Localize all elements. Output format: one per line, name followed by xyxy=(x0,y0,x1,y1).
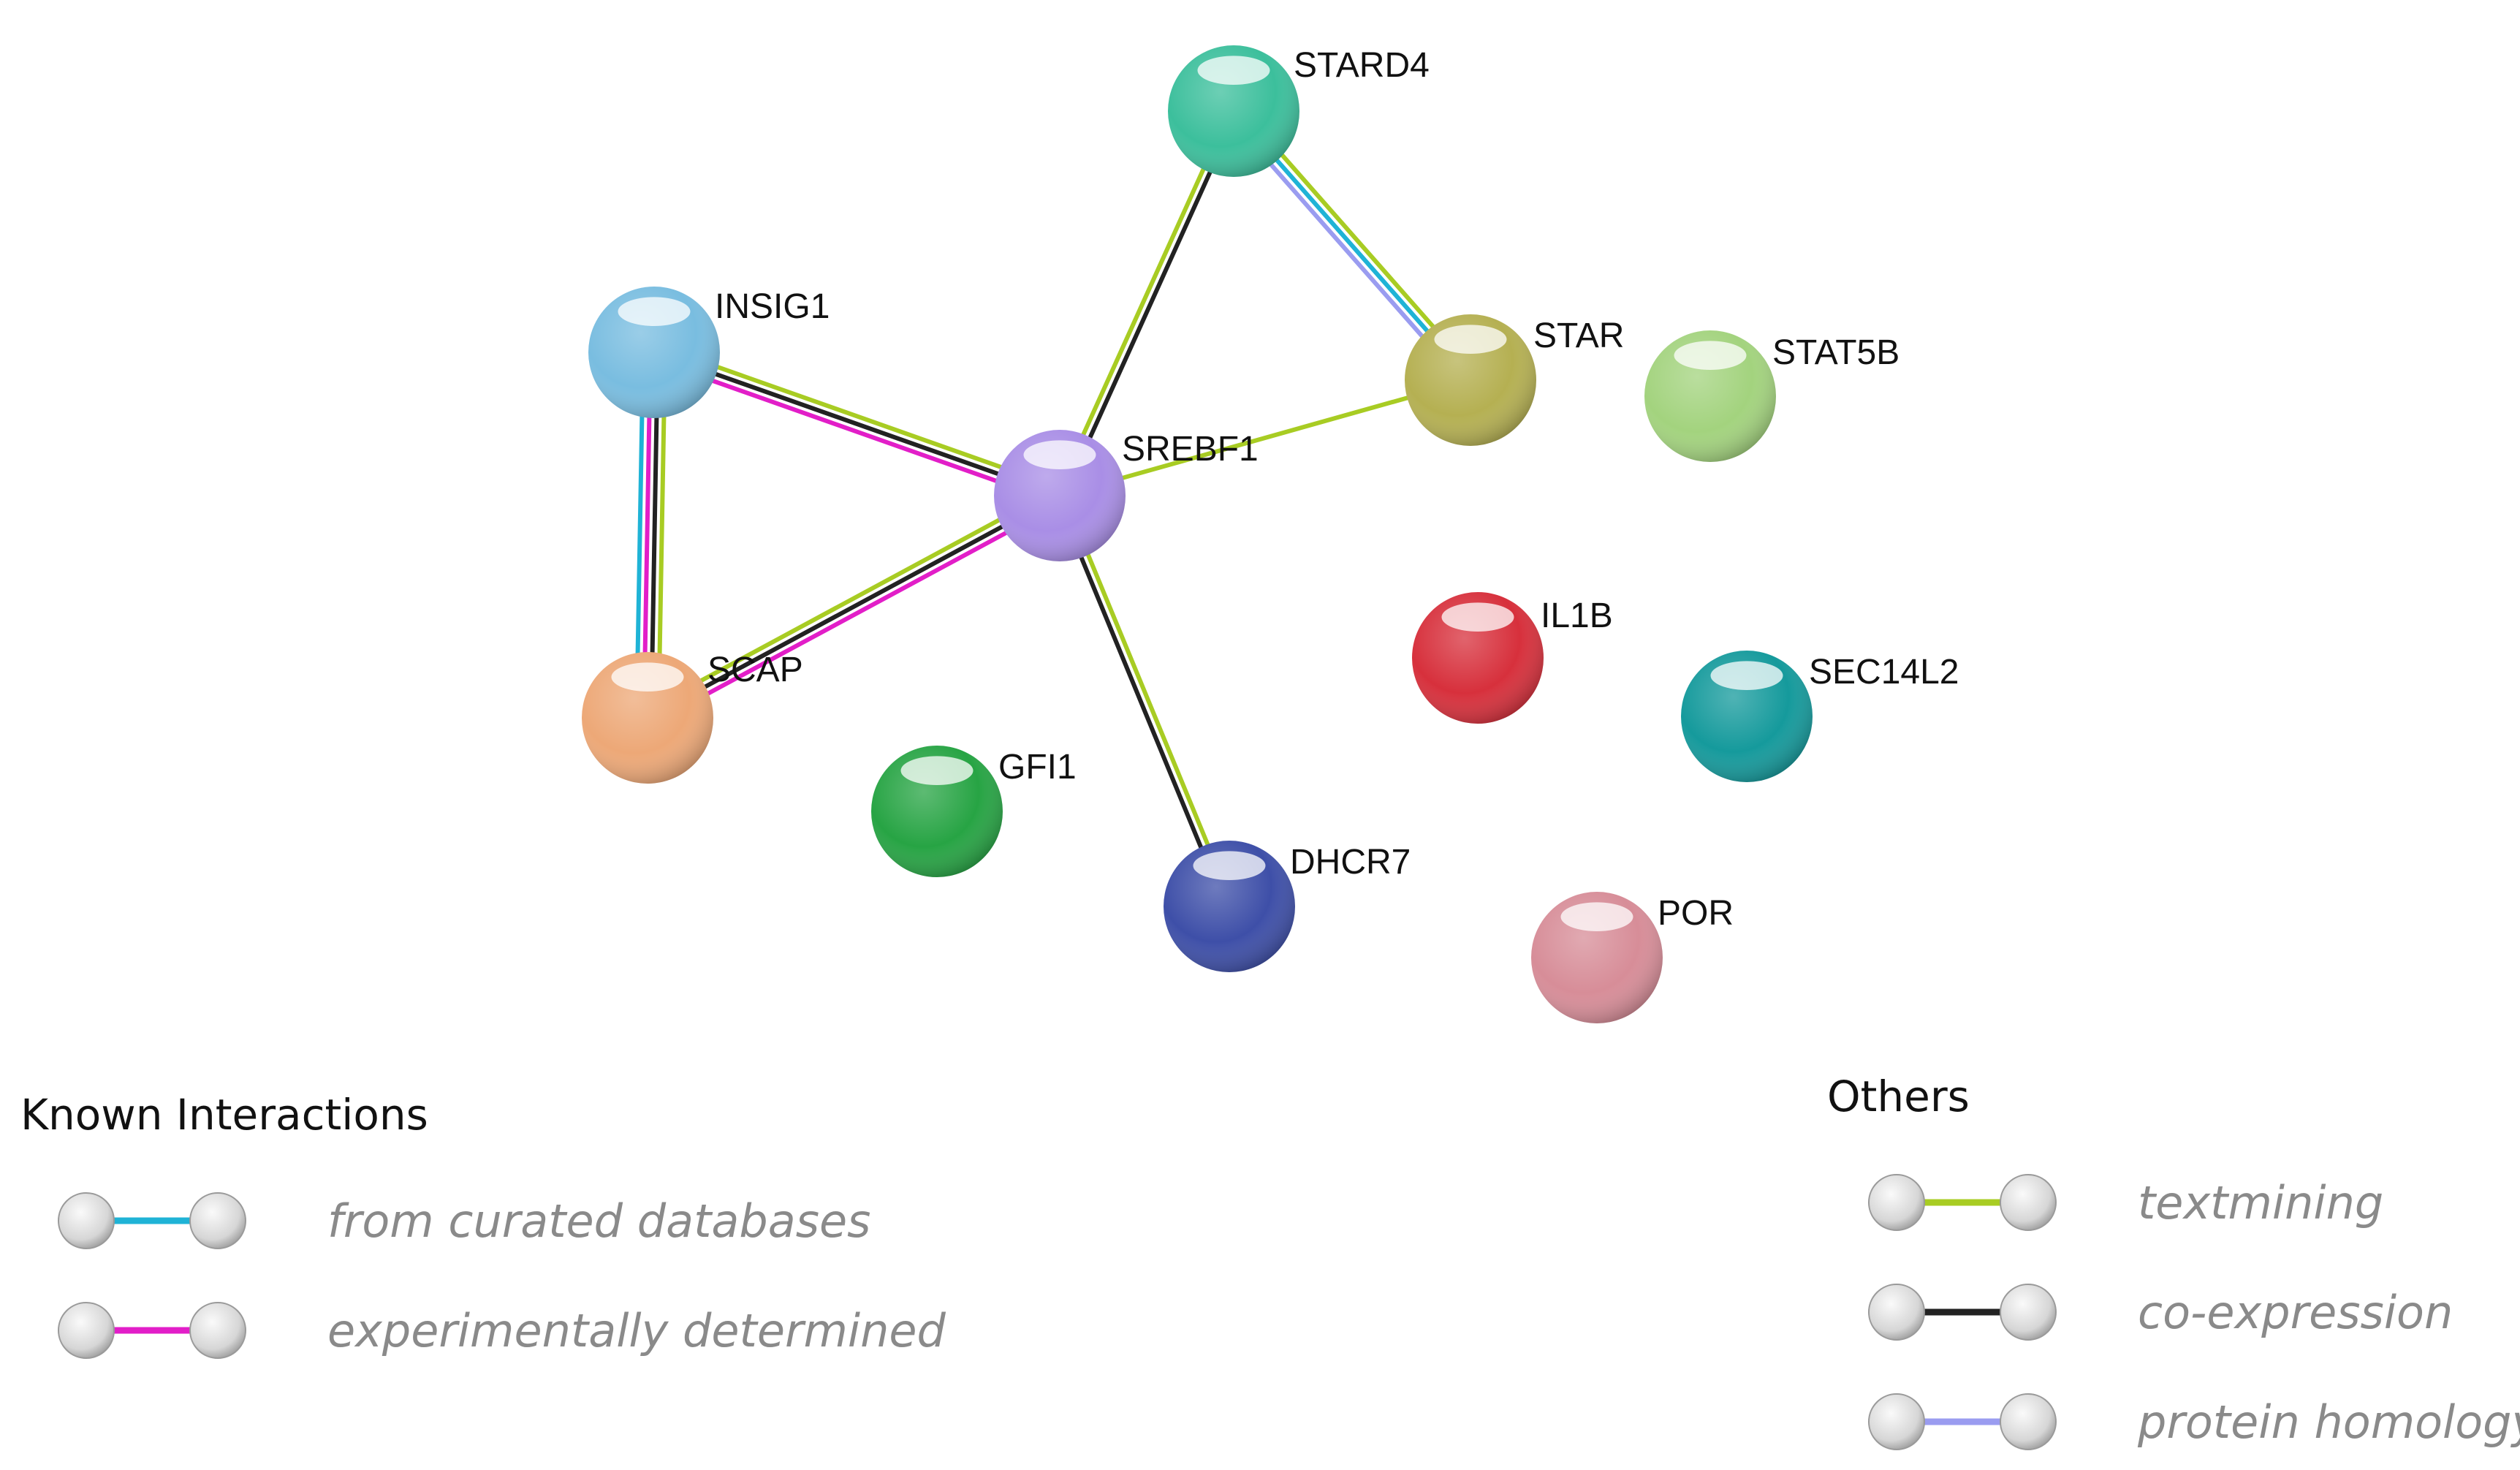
edge-line-textmining xyxy=(1054,107,1233,496)
node-stat5b[interactable]: STAT5B xyxy=(1644,330,1900,462)
node-gfi1[interactable]: GFI1 xyxy=(871,746,1077,877)
node-label-il1b: IL1B xyxy=(1541,596,1613,635)
legend-label-coexpression: co-expression xyxy=(2138,1286,2453,1339)
node-label-insig1: INSIG1 xyxy=(715,287,830,326)
node-shading xyxy=(1681,651,1813,782)
legend-ball-right xyxy=(2000,1174,2057,1231)
legend-others-heading: Others xyxy=(1827,1072,1970,1121)
edge-line-textmining xyxy=(642,487,1059,714)
node-label-por: POR xyxy=(1658,894,1734,933)
edge-scap-srebf1[interactable] xyxy=(642,487,1066,727)
node-shading xyxy=(1164,841,1295,972)
node-stard4[interactable]: STARD4 xyxy=(1168,45,1430,177)
edge-line-coexpression xyxy=(1060,110,1240,500)
legend-item-homology: protein homology xyxy=(1868,1393,2520,1450)
legend-ball-left xyxy=(1868,1174,1925,1231)
node-shading xyxy=(1405,314,1536,446)
node-shading xyxy=(1412,592,1544,724)
node-shading xyxy=(1168,45,1299,177)
edge-line-coexpression xyxy=(645,493,1062,720)
node-highlight xyxy=(1560,902,1633,931)
edge-line-textmining xyxy=(1060,492,1235,908)
legend-item-coexpression: co-expression xyxy=(1868,1284,2453,1341)
node-label-star: STAR xyxy=(1533,317,1624,355)
node-highlight xyxy=(1023,440,1096,469)
edge-srebf1-star[interactable] xyxy=(1058,378,1473,498)
node-highlight xyxy=(1674,341,1747,371)
node-label-gfi1: GFI1 xyxy=(998,748,1077,787)
legend: Known Interactions Others from curated d… xyxy=(20,1072,2520,1450)
node-highlight xyxy=(900,756,974,785)
edge-line-coexpression xyxy=(652,350,1062,498)
node-shading xyxy=(1531,892,1663,1023)
legend-item-textmining: textmining xyxy=(1868,1174,2383,1231)
node-por[interactable]: POR xyxy=(1531,892,1734,1023)
legend-ball-left xyxy=(58,1302,115,1359)
node-il1b[interactable]: IL1B xyxy=(1412,592,1613,724)
node-label-scap: SCAP xyxy=(707,651,803,689)
node-label-sec14l2: SEC14L2 xyxy=(1809,653,1959,692)
node-shading xyxy=(994,430,1126,561)
node-scap[interactable]: SCAP xyxy=(582,651,803,784)
legend-label-curated: from curated databases xyxy=(327,1194,871,1248)
edge-line-coexpression xyxy=(1054,494,1229,910)
node-label-stard4: STARD4 xyxy=(1294,46,1430,85)
legend-ball-right xyxy=(2000,1284,2057,1341)
node-insig1[interactable]: INSIG1 xyxy=(588,287,830,418)
node-shading xyxy=(588,287,720,418)
node-label-srebf1: SREBF1 xyxy=(1122,430,1259,469)
node-shading xyxy=(582,652,713,784)
legend-item-experimental: experimentally determined xyxy=(58,1302,946,1359)
legend-ball-left xyxy=(1868,1393,1925,1450)
legend-ball-right xyxy=(2000,1393,2057,1450)
node-shading xyxy=(871,746,1003,877)
legend-known-heading: Known Interactions xyxy=(20,1090,428,1140)
edge-line-textmining xyxy=(1058,378,1473,498)
node-sec14l2[interactable]: SEC14L2 xyxy=(1681,651,1959,782)
node-highlight xyxy=(618,297,691,327)
edge-srebf1-stard4[interactable] xyxy=(1054,107,1240,500)
edge-srebf1-dhcr7[interactable] xyxy=(1054,492,1235,910)
edge-line-experimental xyxy=(648,499,1066,727)
legend-ball-right xyxy=(189,1192,246,1249)
legend-item-curated: from curated databases xyxy=(58,1192,871,1249)
node-highlight xyxy=(611,662,684,692)
legend-ball-left xyxy=(1868,1284,1925,1341)
legend-known-items: from curated databases experimentally det… xyxy=(58,1192,946,1359)
edge-line-experimental xyxy=(649,357,1060,505)
node-label-stat5b: STAT5B xyxy=(1772,333,1900,372)
legend-label-homology: protein homology xyxy=(2137,1395,2520,1449)
node-shading xyxy=(1644,330,1776,462)
edge-line-textmining xyxy=(654,343,1065,491)
legend-label-textmining: textmining xyxy=(2138,1176,2383,1230)
edge-insig1-srebf1[interactable] xyxy=(649,343,1065,505)
legend-ball-right xyxy=(189,1302,246,1359)
legend-label-experimental: experimentally determined xyxy=(327,1304,946,1357)
node-star[interactable]: STAR xyxy=(1405,314,1624,446)
legend-others-items: textmining co-expression protein homology xyxy=(1868,1174,2520,1450)
node-highlight xyxy=(1193,851,1266,880)
node-highlight xyxy=(1441,602,1514,632)
node-highlight xyxy=(1710,661,1783,690)
legend-ball-left xyxy=(58,1192,115,1249)
node-highlight xyxy=(1434,325,1507,355)
node-dhcr7[interactable]: DHCR7 xyxy=(1164,841,1411,972)
node-label-dhcr7: DHCR7 xyxy=(1290,843,1411,882)
node-highlight xyxy=(1197,56,1270,85)
node-srebf1[interactable]: SREBF1 xyxy=(994,430,1259,561)
